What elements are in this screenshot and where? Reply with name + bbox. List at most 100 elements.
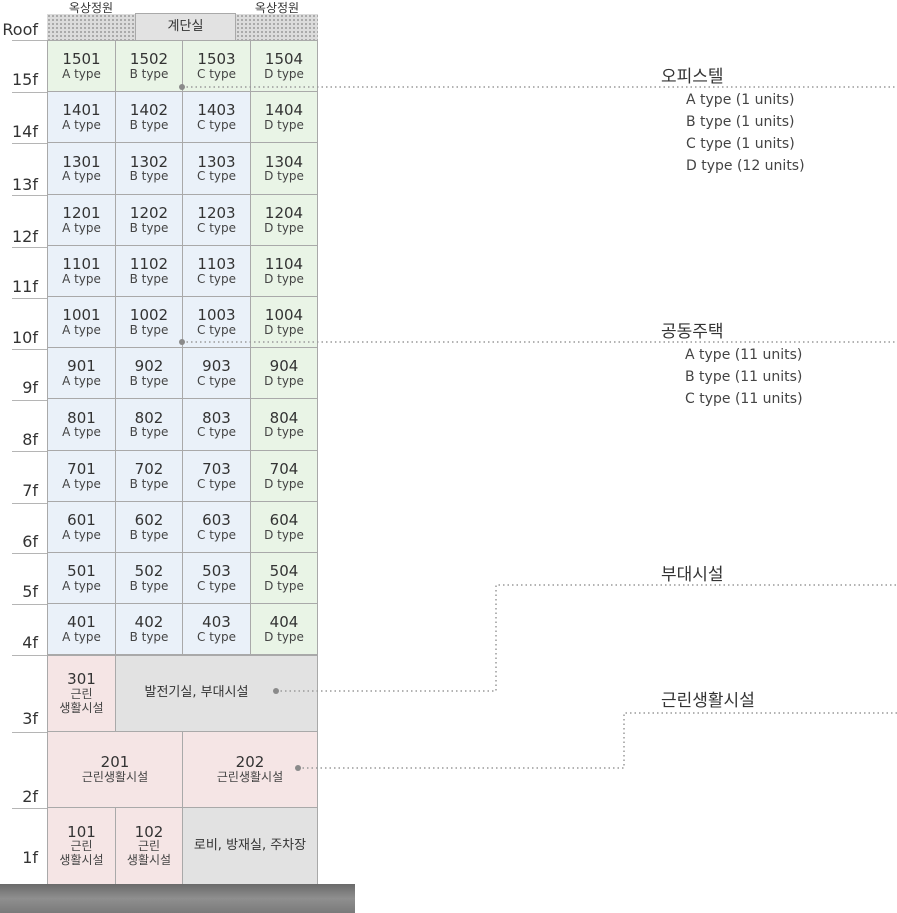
unit-number: 1202 — [129, 204, 169, 223]
unit-type: C type — [197, 66, 236, 81]
unit-type: A type — [62, 373, 101, 388]
facility-1f-label: 로비, 방재실, 주차장 — [193, 837, 307, 853]
unit-number: 703 — [202, 460, 231, 479]
unit-number: 1403 — [197, 101, 236, 120]
unit-type: D type — [264, 527, 304, 542]
unit-type: C type — [197, 169, 236, 184]
unit-type: D type — [264, 629, 304, 644]
unit-number: 102 — [134, 822, 164, 841]
unit-type: C type — [197, 425, 236, 440]
unit-number: 702 — [134, 460, 164, 479]
stairwell-label: 계단실 — [167, 18, 204, 34]
floor-label: 9f — [22, 378, 38, 397]
unit-type: A type — [62, 322, 101, 337]
unit-number: 902 — [134, 357, 164, 376]
floor-line — [12, 553, 47, 554]
floor-label: 5f — [22, 582, 38, 601]
unit-type: C type — [197, 220, 236, 235]
unit-number: 601 — [67, 511, 96, 530]
floor-label: 7f — [22, 481, 38, 500]
facility-3f-label: 발전기실, 부대시설 — [144, 685, 249, 701]
floor-line — [12, 400, 47, 401]
floor-line — [12, 604, 47, 605]
unit-number: 1003 — [197, 306, 236, 325]
unit-number: 1001 — [62, 306, 101, 325]
unit-202: 202 근린생활시설 — [182, 731, 318, 808]
floor-label: 3f — [22, 709, 38, 728]
unit-number: 403 — [202, 613, 231, 632]
unit-number: 401 — [67, 613, 96, 632]
unit-102: 102 근린 생활시설 — [115, 807, 183, 885]
unit-number: 1303 — [197, 152, 236, 171]
unit-type: A type — [62, 117, 101, 132]
unit-number: 202 — [235, 753, 265, 772]
floor-line — [12, 732, 47, 733]
unit-type: C type — [197, 373, 236, 388]
leader-dot-officetel — [179, 84, 185, 90]
unit-use-line2: 생활시설 — [59, 853, 104, 868]
floor-label: 8f — [22, 430, 38, 449]
unit-number: 802 — [134, 408, 164, 427]
unit-use-line1: 근린 — [137, 839, 161, 854]
legend-officetel-title: 오피스텔 — [661, 67, 724, 87]
unit-type: A type — [62, 578, 101, 593]
unit-type: B type — [129, 322, 169, 337]
unit-101: 101 근린 생활시설 — [47, 807, 116, 885]
unit-number: 1004 — [264, 306, 304, 325]
unit-type: C type — [197, 629, 236, 644]
unit-type: D type — [264, 322, 304, 337]
unit-type: D type — [264, 117, 304, 132]
leader-dot-apartment — [179, 339, 185, 345]
floor-line — [12, 247, 47, 248]
unit-number: 201 — [100, 753, 130, 772]
unit-number: 1503 — [197, 50, 236, 69]
floor-line — [12, 143, 47, 144]
unit-type: A type — [62, 66, 101, 81]
unit-number: 1104 — [264, 255, 304, 274]
unit-type: D type — [264, 220, 304, 235]
unit-type: C type — [197, 322, 236, 337]
unit-type: A type — [62, 425, 101, 440]
unit-type: B type — [129, 169, 169, 184]
floor-line — [12, 655, 47, 656]
legend-item: B type (1 units) — [686, 114, 795, 130]
unit-number: 1204 — [264, 204, 304, 223]
legend-item: B type (11 units) — [685, 369, 803, 385]
unit-number: 404 — [269, 613, 299, 632]
unit-type: D type — [264, 169, 304, 184]
unit-type: D type — [264, 425, 304, 440]
unit-number: 701 — [67, 460, 96, 479]
legend-ancillary-title: 부대시설 — [661, 565, 724, 585]
unit-number: 903 — [202, 357, 231, 376]
unit-number: 801 — [67, 408, 96, 427]
legend-item: A type (1 units) — [686, 92, 795, 108]
unit-number: 1103 — [197, 255, 236, 274]
unit-type: D type — [264, 373, 304, 388]
unit-number: 1402 — [129, 101, 169, 120]
unit-number: 402 — [134, 613, 164, 632]
